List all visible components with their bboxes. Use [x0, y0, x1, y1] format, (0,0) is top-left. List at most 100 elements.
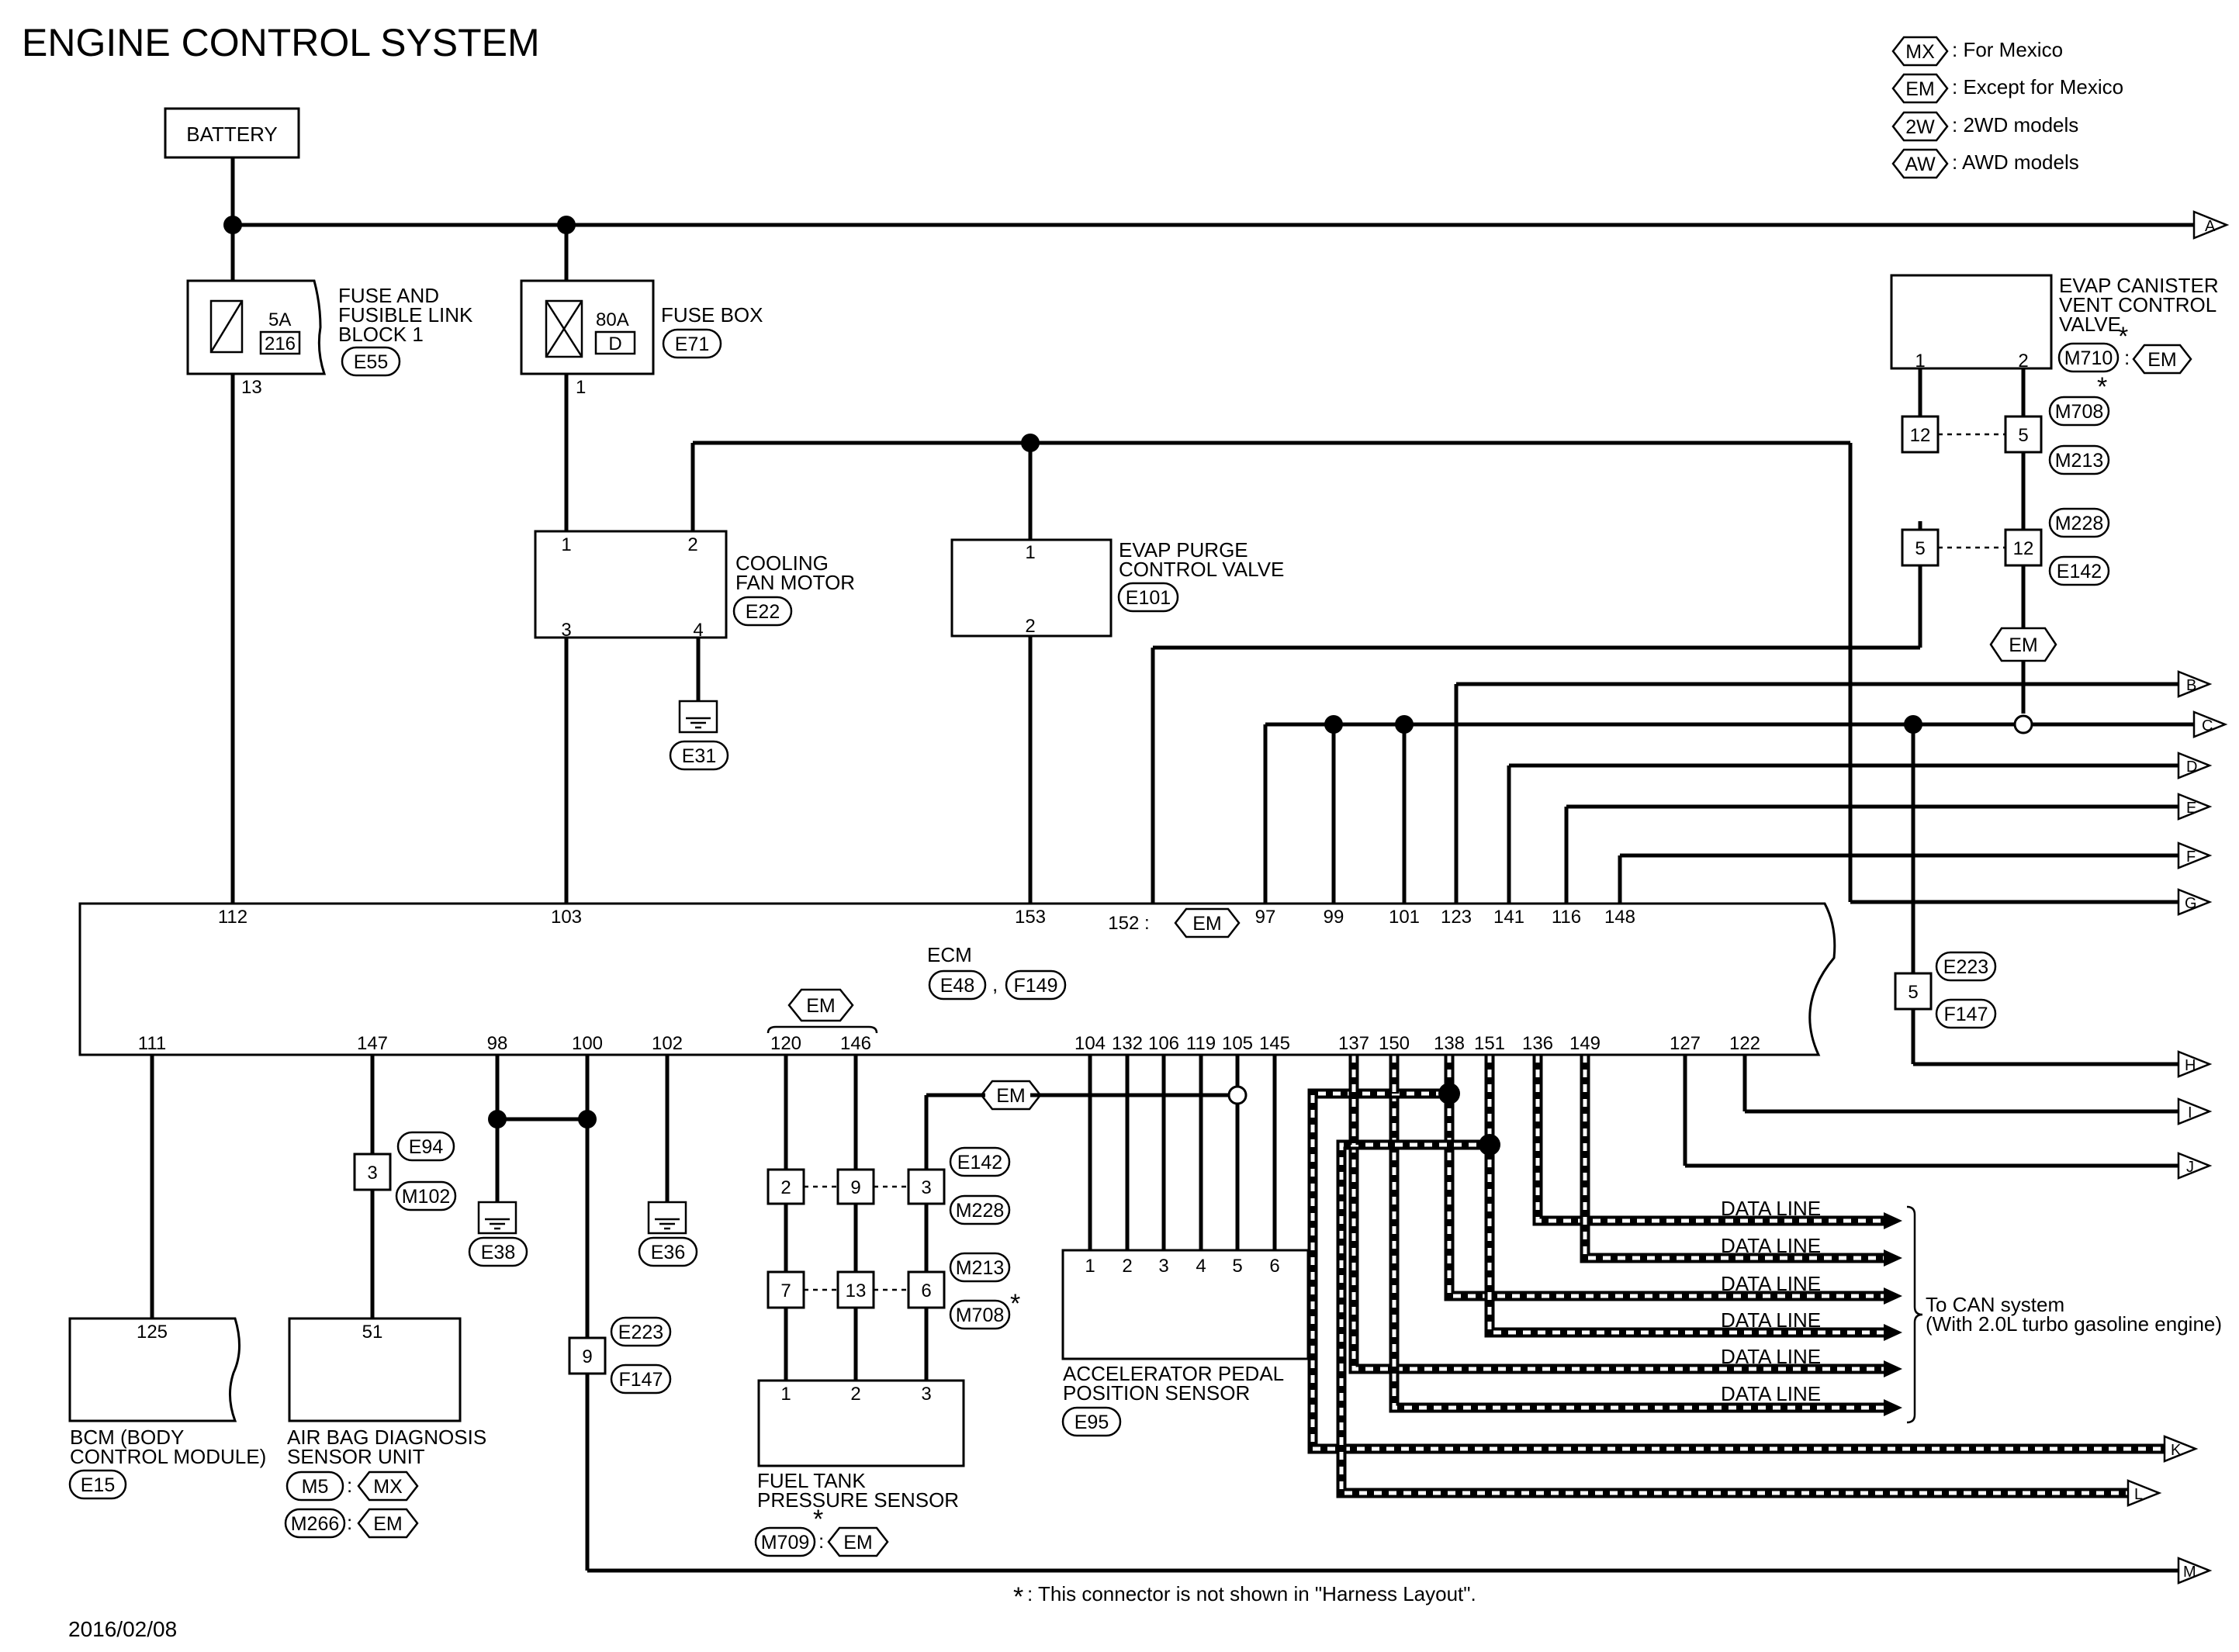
- battery: BATTERY: [164, 107, 300, 159]
- ground-e38: E38: [468, 1201, 528, 1267]
- svg-text:FUSIBLE LINK: FUSIBLE LINK: [338, 303, 473, 327]
- svg-text:*: *: [2097, 372, 2107, 402]
- svg-text:125: 125: [137, 1322, 168, 1343]
- svg-text:,: ,: [992, 973, 998, 996]
- svg-text:E95: E95: [1075, 1412, 1109, 1433]
- svg-text:116: 116: [1552, 907, 1581, 928]
- svg-text:MX: MX: [373, 1476, 403, 1498]
- arrow-g: G: [2177, 888, 2213, 916]
- svg-text:1: 1: [1915, 351, 1925, 372]
- svg-text:E15: E15: [81, 1474, 115, 1496]
- svg-text:: Except for Mexico: : Except for Mexico: [1952, 75, 2123, 98]
- svg-text:1: 1: [561, 534, 571, 555]
- svg-text:ECM: ECM: [927, 943, 972, 966]
- svg-text:150: 150: [1379, 1033, 1410, 1054]
- svg-text:BCM (BODY: BCM (BODY: [70, 1426, 184, 1449]
- svg-text:112: 112: [218, 907, 247, 928]
- svg-text:153: 153: [1015, 907, 1046, 928]
- svg-text:2: 2: [2018, 351, 2028, 372]
- svg-text::: :: [2124, 346, 2130, 369]
- svg-text:216: 216: [265, 334, 296, 354]
- ground-e31: E31: [669, 700, 729, 771]
- cooling-fan-motor: 1 2 3 4 COOLING FAN MOTOR E22: [534, 530, 855, 641]
- off-page-arrows: A B C D E F G H I J K L M: [2127, 210, 2230, 1585]
- legend-item-em: EM : Except for Mexico: [1891, 73, 2123, 104]
- svg-text:4: 4: [693, 620, 703, 641]
- arrow-k: K: [2163, 1435, 2199, 1463]
- svg-text:M213: M213: [2055, 450, 2104, 472]
- svg-text:J: J: [2186, 1159, 2194, 1176]
- svg-text:136: 136: [1522, 1033, 1553, 1054]
- svg-text:119: 119: [1186, 1033, 1216, 1054]
- svg-text:*: *: [813, 1505, 823, 1534]
- junction-dots: [223, 216, 2033, 1156]
- svg-text:I: I: [2188, 1104, 2192, 1121]
- legend-item-mx: MX : For Mexico: [1891, 36, 2063, 67]
- legend-item-aw: AW : AWD models: [1891, 148, 2079, 179]
- arrow-m: M: [2177, 1557, 2213, 1585]
- svg-text:MX: MX: [1905, 41, 1935, 63]
- svg-text:E31: E31: [682, 745, 716, 767]
- evap-purge-control-valve: 1 2 EVAP PURGE CONTROL VALVE E101: [950, 538, 1284, 638]
- svg-text:1: 1: [780, 1384, 791, 1405]
- svg-text:SENSOR UNIT: SENSOR UNIT: [287, 1445, 425, 1468]
- svg-text:K: K: [2171, 1442, 2182, 1459]
- wires-bottom: [150, 1055, 2178, 1573]
- svg-text:E: E: [2186, 800, 2196, 817]
- svg-text:12: 12: [2013, 538, 2034, 559]
- svg-text:146: 146: [840, 1033, 871, 1054]
- svg-text:E223: E223: [618, 1322, 663, 1343]
- ecm: ECM E48 , F149 112 103 153 152 : EM 97 9…: [78, 902, 1836, 1056]
- svg-text:148: 148: [1604, 907, 1635, 928]
- svg-text:1: 1: [1025, 542, 1035, 563]
- svg-text:CONTROL VALVE: CONTROL VALVE: [1119, 558, 1284, 581]
- svg-text:FUEL TANK: FUEL TANK: [757, 1469, 866, 1492]
- svg-text:147: 147: [357, 1033, 388, 1054]
- svg-text:EM: EM: [996, 1085, 1026, 1107]
- svg-text:M228: M228: [2055, 513, 2104, 534]
- svg-text:152 :: 152 :: [1108, 913, 1149, 934]
- svg-text:DATA LINE: DATA LINE: [1721, 1272, 1821, 1295]
- legend: MX : For Mexico EM : Except for Mexico 2…: [1891, 36, 2123, 179]
- svg-text:CONTROL MODULE): CONTROL MODULE): [70, 1445, 266, 1468]
- svg-text:3: 3: [367, 1163, 377, 1184]
- svg-text:E38: E38: [481, 1242, 515, 1263]
- svg-text:12: 12: [1910, 425, 1931, 446]
- svg-text:2: 2: [1122, 1256, 1132, 1277]
- svg-text:M710: M710: [2064, 347, 2113, 369]
- svg-text::: :: [818, 1529, 824, 1553]
- svg-text:6: 6: [921, 1280, 931, 1301]
- svg-text:9: 9: [582, 1346, 592, 1367]
- data-line-labels: DATA LINE DATA LINE DATA LINE DATA LINE …: [1721, 1197, 2222, 1424]
- svg-text:102: 102: [652, 1033, 683, 1054]
- svg-text:E71: E71: [675, 334, 709, 355]
- svg-text:100: 100: [572, 1033, 603, 1054]
- svg-text:M102: M102: [402, 1186, 451, 1208]
- svg-text:E22: E22: [746, 601, 780, 623]
- svg-text:6: 6: [1269, 1256, 1279, 1277]
- svg-text:F147: F147: [1944, 1004, 1988, 1025]
- svg-text:FUSE BOX: FUSE BOX: [661, 303, 763, 327]
- svg-text:FUSE AND: FUSE AND: [338, 284, 439, 307]
- svg-text:M213: M213: [956, 1257, 1005, 1279]
- svg-text:F147: F147: [619, 1369, 663, 1391]
- svg-text:VALVE: VALVE: [2059, 313, 2121, 336]
- svg-text:5: 5: [2018, 425, 2028, 446]
- svg-text:*: *: [1013, 1582, 1023, 1612]
- svg-text:80A: 80A: [596, 309, 629, 330]
- svg-text:4: 4: [1196, 1256, 1206, 1277]
- vent-line-connectors: 12 5 5 12 * M708 M213 M228 E142 EM: [1901, 372, 2110, 662]
- svg-text:AIR BAG DIAGNOSIS: AIR BAG DIAGNOSIS: [287, 1426, 486, 1449]
- fuse-box: 80A D FUSE BOX E71 1: [520, 279, 763, 398]
- svg-text:PRESSURE SENSOR: PRESSURE SENSOR: [757, 1488, 959, 1512]
- svg-text:120: 120: [770, 1033, 801, 1054]
- svg-text:145: 145: [1259, 1033, 1290, 1054]
- svg-text:141: 141: [1493, 907, 1524, 928]
- svg-text:3: 3: [561, 620, 571, 641]
- svg-text:EM: EM: [373, 1513, 403, 1535]
- svg-text::: :: [347, 1511, 352, 1534]
- bcm: 125 BCM (BODY CONTROL MODULE) E15: [68, 1317, 266, 1500]
- svg-text:AW: AW: [1905, 154, 1936, 175]
- svg-text:3: 3: [921, 1384, 931, 1405]
